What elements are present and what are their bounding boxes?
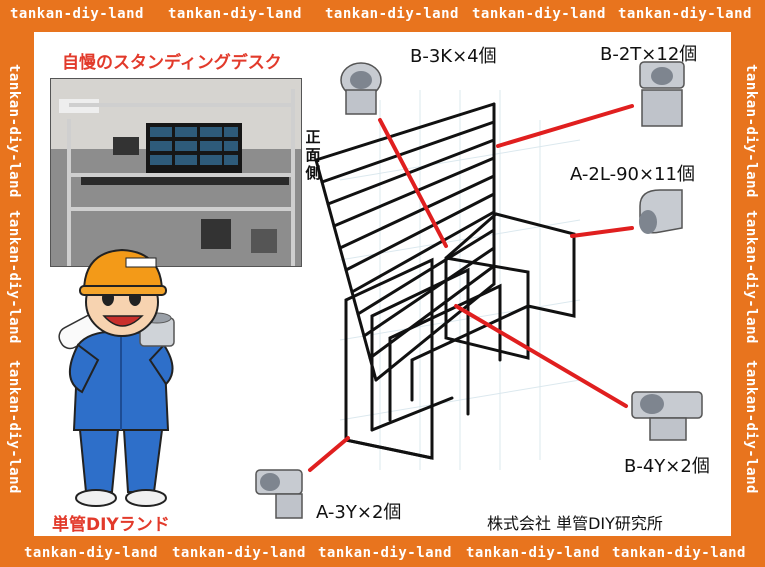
pipe-frame xyxy=(314,102,576,460)
desk-photo xyxy=(50,78,302,267)
callout-lines xyxy=(308,104,634,472)
front-side-label: 正面側 xyxy=(305,128,321,182)
watermark-left-1: tankan-diy-land xyxy=(6,64,22,198)
callout-line-b3k xyxy=(378,118,448,248)
part-label-a3y: A-3Y×2個 xyxy=(316,502,402,523)
watermark-top-4: tankan-diy-land xyxy=(472,6,606,22)
watermark-left-3: tankan-diy-land xyxy=(6,360,22,494)
watermark-top-5: tankan-diy-land xyxy=(618,6,752,22)
callout-line-b2t xyxy=(496,104,634,148)
watermark-bottom-5: tankan-diy-land xyxy=(612,545,746,561)
fitting-b2t-icon xyxy=(639,61,685,127)
callout-line-a2l xyxy=(570,226,634,238)
watermark-top-2: tankan-diy-land xyxy=(168,6,302,22)
watermark-right-3: tankan-diy-land xyxy=(743,360,759,494)
fitting-b4y-icon xyxy=(631,391,703,441)
watermark-bottom-1: tankan-diy-land xyxy=(24,545,158,561)
fitting-a2l-icon xyxy=(639,189,683,234)
callout-line-b4y xyxy=(454,304,628,408)
company-name: 株式会社 単管DIY研究所 xyxy=(487,514,663,533)
photo-caption: 自慢のスタンディングデスク xyxy=(62,53,282,73)
watermark-top-1: tankan-diy-land xyxy=(10,6,144,22)
part-label-a2l: A-2L-90×11個 xyxy=(570,164,695,185)
brand-name: 単管DIYランド xyxy=(52,515,170,535)
watermark-bottom-3: tankan-diy-land xyxy=(318,545,452,561)
watermark-right-1: tankan-diy-land xyxy=(743,64,759,198)
fitting-b3k-icon xyxy=(340,62,382,115)
part-label-b3k: B-3K×4個 xyxy=(410,46,497,67)
watermark-right-2: tankan-diy-land xyxy=(743,210,759,344)
watermark-bottom-4: tankan-diy-land xyxy=(466,545,600,561)
watermark-left-2: tankan-diy-land xyxy=(6,210,22,344)
part-label-b2t: B-2T×12個 xyxy=(600,44,698,65)
desk-photo-illustration xyxy=(51,79,301,266)
part-label-b4y: B-4Y×2個 xyxy=(624,456,710,477)
watermark-bottom-2: tankan-diy-land xyxy=(172,545,306,561)
callout-line-a3y xyxy=(308,436,350,472)
watermark-top-3: tankan-diy-land xyxy=(325,6,459,22)
fitting-a3y-icon xyxy=(255,469,303,519)
